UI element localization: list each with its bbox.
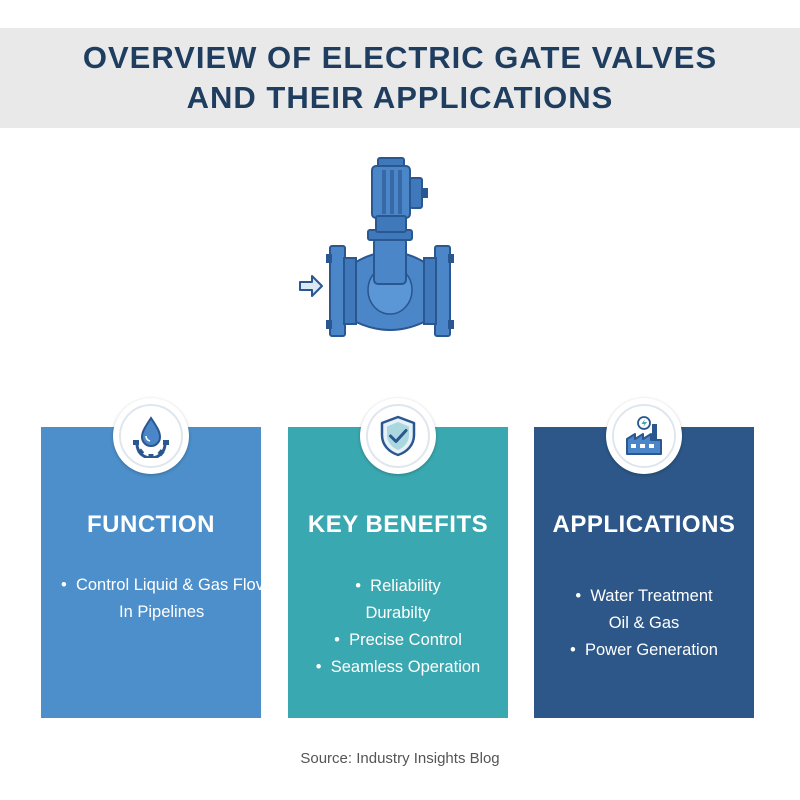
source-caption: Source: Industry Insights Blog [300,750,500,767]
function-card-title: FUNCTION [87,511,215,538]
function-badge [113,398,189,474]
electric-gate-valve-icon [290,150,490,350]
title-banner: OVERVIEW OF ELECTRIC GATE VALVES AND THE… [0,28,800,128]
applications-list: Water Treatment Oil & Gas Power Generati… [534,583,754,664]
applications-badge [606,398,682,474]
list-item: Control Liquid & Gas Flov [61,572,261,599]
list-item: Precise Control [288,627,508,654]
flow-arrow-icon [299,275,323,297]
benefits-card-title: KEY BENEFITS [307,511,489,538]
benefits-card: KEY BENEFITS Reliability Durabilty Preci… [288,427,508,718]
list-item: Power Generation [534,637,754,664]
shield-check-icon [380,415,416,457]
page-title-line-1: OVERVIEW OF ELECTRIC GATE VALVES [82,40,718,75]
water-drop-gear-icon [133,416,169,458]
list-item: In Pipelines [119,603,205,621]
list-item: Reliability [288,573,508,600]
benefits-list: Reliability Durabilty Precise Control Se… [288,573,508,681]
list-item: Water Treatment [534,583,754,610]
list-item: Oil & Gas [608,614,680,632]
applications-card-title: APPLICATIONS [552,511,736,538]
list-item: Durabilty [365,604,431,622]
benefits-badge [360,398,436,474]
page-title-line-2: AND THEIR APPLICATIONS [186,80,614,115]
applications-card: APPLICATIONS Water Treatment Oil & Gas P… [534,427,754,718]
factory-power-icon [626,416,662,455]
function-card: FUNCTION Control Liquid & Gas Flov In Pi… [41,427,261,718]
function-list: Control Liquid & Gas Flov In Pipelines [41,572,261,626]
list-item: Seamless Operation [288,654,508,681]
